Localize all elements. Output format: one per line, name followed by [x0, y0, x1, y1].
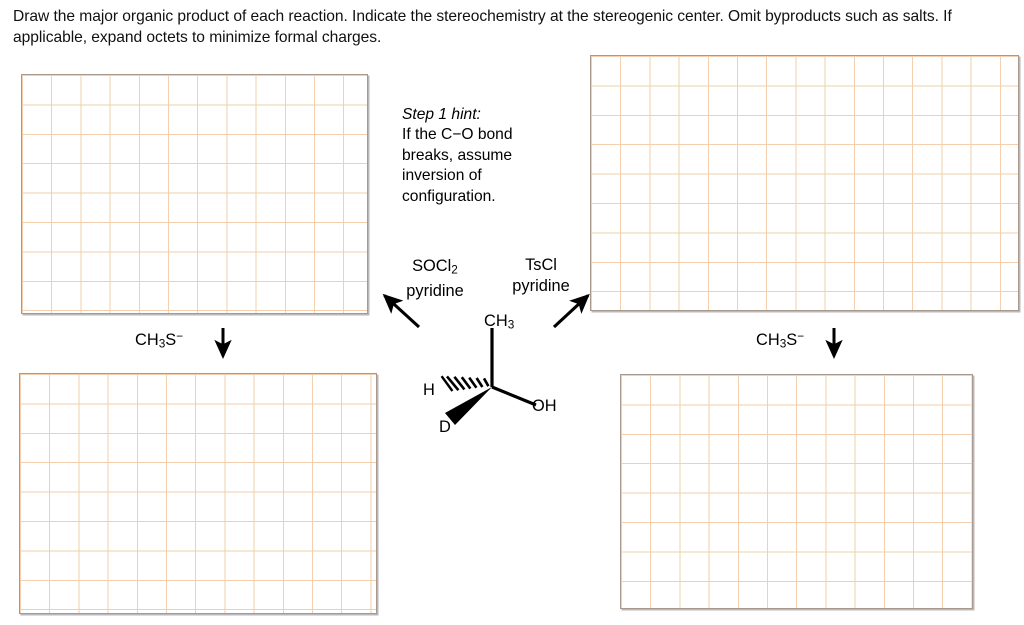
hint-line-3: inversion of [402, 167, 482, 185]
wedge-bond-to-deuterium [445, 387, 492, 425]
hint-line-4: configuration. [402, 187, 496, 205]
methyl-subscript: 3 [507, 317, 515, 332]
molecule-label-deuterium: D [439, 418, 451, 436]
reaction-arrow-up-right [552, 293, 590, 329]
reaction-arrow-up-left [382, 293, 421, 329]
hint-title: Step 1 hint: [402, 106, 481, 123]
methyl-text: CH [484, 312, 508, 330]
answer-box-top-left[interactable] [21, 74, 368, 314]
molecule-label-hydrogen: H [423, 381, 435, 399]
ch3s-right-charge: − [797, 329, 805, 343]
socl2-subscript: 2 [451, 262, 458, 277]
reaction-arrow-down-left [214, 328, 232, 359]
answer-box-top-right[interactable] [590, 55, 1019, 311]
answer-box-bottom-right[interactable] [620, 374, 973, 609]
instruction-line-1: Draw the major organic product of each r… [13, 8, 761, 25]
reagent-socl2-solvent: pyridine [406, 281, 464, 300]
reagent-label-socl2: SOCl2 pyridine [389, 256, 481, 302]
hashed-bond-to-hydrogen [440, 375, 490, 392]
molecule-bond-skeleton [440, 328, 537, 425]
reagent-label-tscl: TsCl pyridine [498, 255, 584, 297]
reagent-tscl-formula: TsCl [525, 256, 557, 274]
step-1-hint: Step 1 hint: If the C−O bond breaks, ass… [402, 105, 577, 207]
molecule-label-methyl: CH3 [484, 312, 514, 332]
instruction-text: Draw the major organic product of each r… [13, 6, 1013, 48]
ch3s-left-text: CH [135, 330, 159, 349]
hint-line-1: If the C−O bond [402, 126, 513, 144]
ch3s-left-charge: − [176, 329, 184, 343]
instruction-line-2: byproducts such as salts. If applicable,… [13, 8, 952, 46]
reagent-label-methanethiolate-right: CH3S− [756, 329, 804, 351]
molecule-label-hydroxyl: OH [532, 397, 557, 415]
hint-line-2: breaks, assume [402, 146, 513, 164]
reagent-socl2-formula: SOCl2 [389, 256, 481, 281]
ch3s-left-sulfur: S [165, 330, 177, 349]
reagent-tscl-solvent: pyridine [512, 277, 570, 295]
ch3s-right-text: CH [756, 330, 780, 349]
socl2-text: SOCl [412, 257, 452, 275]
reaction-arrow-down-right [825, 328, 843, 359]
ch3s-right-sulfur: S [786, 330, 798, 349]
ch3s-right-subscript: 3 [779, 336, 787, 351]
starting-material-molecule: CH3 H D OH [412, 308, 587, 438]
reagent-label-methanethiolate-left: CH3S− [135, 329, 183, 351]
answer-box-bottom-left[interactable] [19, 373, 377, 614]
bond-to-hydroxyl [491, 385, 537, 407]
ch3s-left-subscript: 3 [158, 336, 166, 351]
